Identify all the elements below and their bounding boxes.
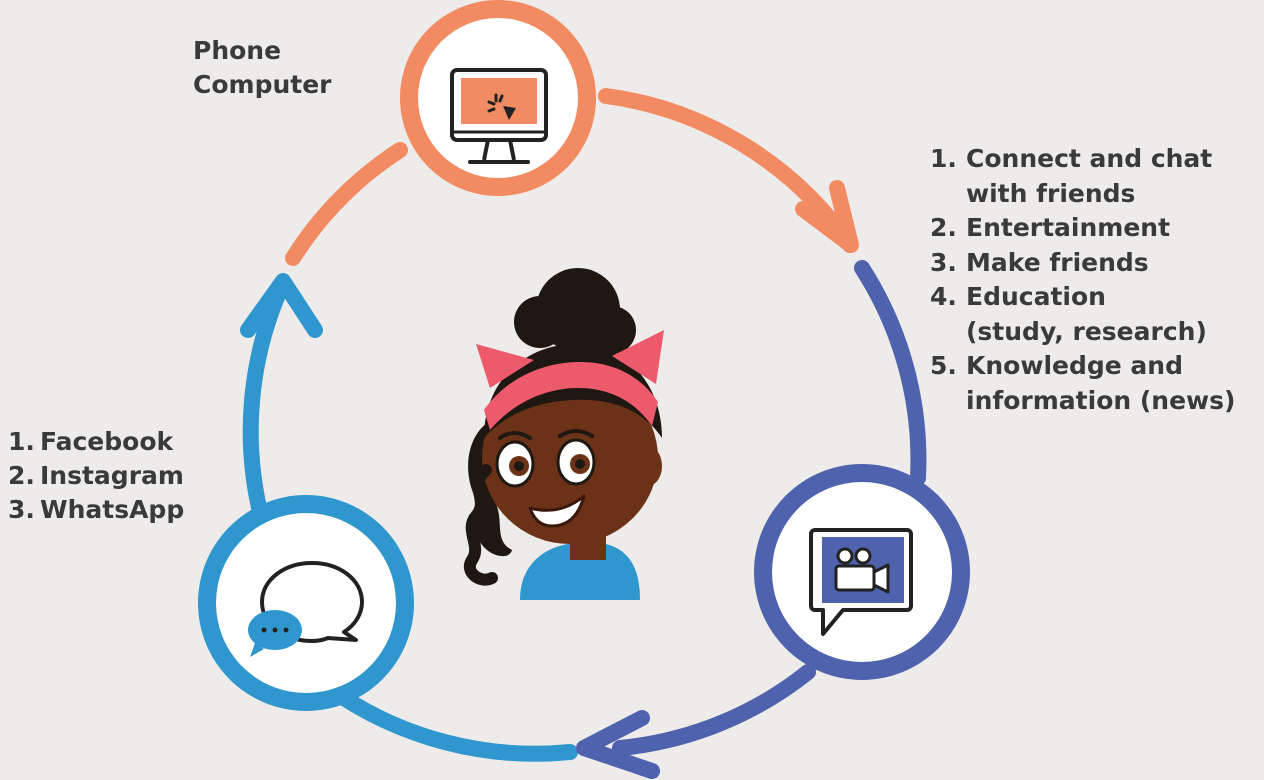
computer-monitor-icon xyxy=(450,68,548,164)
video-camera-speech-icon xyxy=(809,528,913,636)
arrowhead-orange xyxy=(795,180,859,253)
use-text: Knowledge and xyxy=(966,351,1183,380)
device-label-phone: Phone xyxy=(193,36,282,65)
device-node xyxy=(400,0,596,196)
use-item: 4. Education (study, research) xyxy=(930,280,1235,349)
app-name: Instagram xyxy=(40,461,184,490)
arrowhead-blue xyxy=(240,273,323,338)
use-number: 5. xyxy=(930,351,957,380)
use-text: information (news) xyxy=(966,385,1236,415)
app-number: 3. xyxy=(8,495,35,524)
device-label-computer: Computer xyxy=(193,70,332,99)
girl-avatar xyxy=(464,268,664,600)
use-text: Education xyxy=(966,282,1106,311)
use-text: with friends xyxy=(966,178,1136,208)
platform-node xyxy=(198,495,414,711)
app-item: 3. WhatsApp xyxy=(8,493,184,527)
arc-orange-left xyxy=(285,142,408,266)
app-number: 2. xyxy=(8,461,35,490)
arc-indigo-bottom xyxy=(612,664,816,756)
use-item: 5. Knowledge and information (news) xyxy=(930,349,1235,418)
app-name: Facebook xyxy=(40,427,174,456)
app-item: 2. Instagram xyxy=(8,459,184,493)
use-item: 2. Entertainment xyxy=(930,211,1235,246)
arc-orange xyxy=(598,88,858,253)
arc-blue xyxy=(324,682,578,762)
use-number: 2. xyxy=(930,213,957,242)
apps-list: 1. Facebook 2. Instagram 3. WhatsApp xyxy=(8,425,184,527)
app-name: WhatsApp xyxy=(40,495,185,524)
use-item: 3. Make friends xyxy=(930,246,1235,281)
use-number: 3. xyxy=(930,247,957,277)
arc-blue-left xyxy=(242,282,288,528)
use-text: Connect and chat xyxy=(966,144,1213,173)
use-number: 1. xyxy=(930,144,957,173)
use-text: (study, research) xyxy=(966,316,1207,346)
use-item: 1. Connect and chat with friends xyxy=(930,142,1235,211)
app-number: 1. xyxy=(8,427,35,456)
arrowhead-indigo xyxy=(576,710,660,779)
arc-indigo xyxy=(854,260,927,486)
use-text: Make friends xyxy=(966,247,1149,277)
use-text: Entertainment xyxy=(966,213,1171,242)
activity-node xyxy=(754,464,970,680)
device-labels: Phone Computer xyxy=(193,34,332,102)
chat-bubbles-icon xyxy=(248,561,364,657)
app-item: 1. Facebook xyxy=(8,425,184,459)
uses-list: 1. Connect and chat with friends 2. Ente… xyxy=(930,142,1235,418)
use-number: 4. xyxy=(930,282,957,311)
